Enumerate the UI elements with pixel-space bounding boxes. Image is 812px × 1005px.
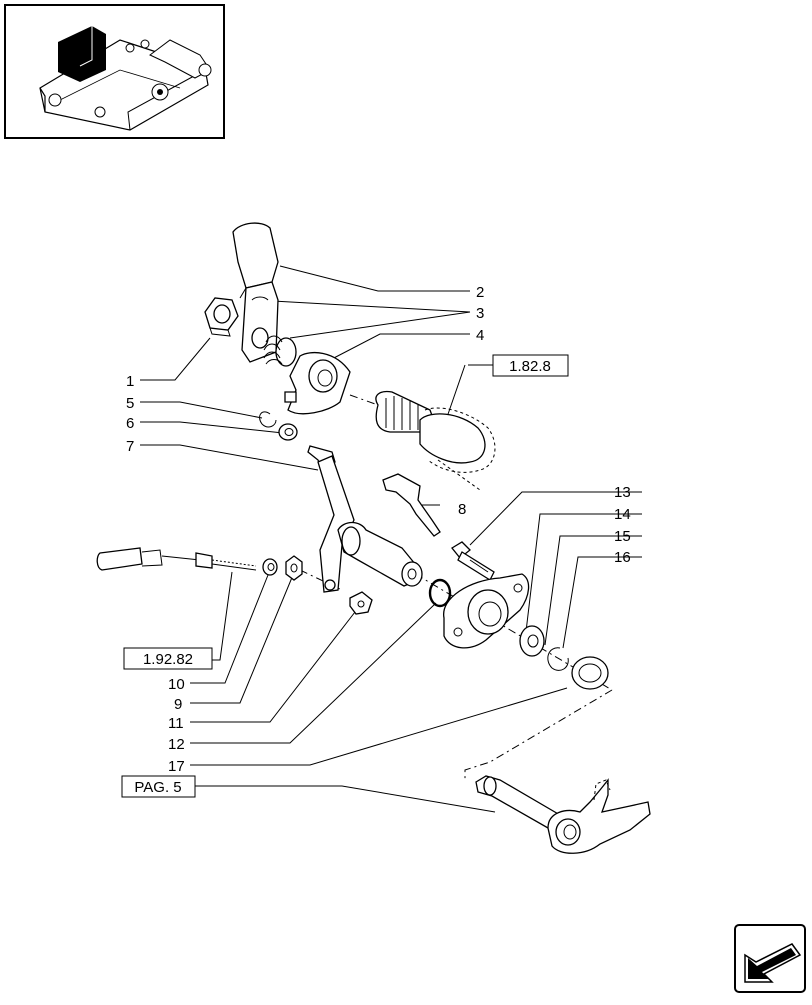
leader-lines	[140, 265, 642, 813]
part-4-bracket	[284, 351, 351, 415]
callout-9: 9	[174, 696, 182, 713]
part-5-circlip	[259, 411, 277, 428]
part-9-nut	[285, 555, 303, 581]
part-14-flange	[443, 573, 530, 649]
ref-box-1[interactable]: 1.82.8	[492, 354, 569, 377]
part-16-snap-ring	[547, 647, 569, 671]
callout-3: 3	[476, 305, 484, 322]
callout-8: 8	[458, 501, 466, 518]
thumbnail-frame[interactable]	[4, 4, 225, 139]
callout-4: 4	[476, 327, 484, 344]
part-7-lever-arm	[307, 445, 423, 593]
callout-15: 15	[614, 528, 631, 545]
ref-label-1: 1.82.8	[509, 358, 551, 375]
callout-7: 7	[126, 438, 134, 455]
callout-2: 2	[476, 284, 484, 301]
callout-14: 14	[614, 506, 631, 523]
control-cable	[96, 547, 257, 571]
callout-13: 13	[614, 484, 631, 501]
tractor-hydraulic-lift-thumbnail-icon	[39, 26, 212, 131]
callout-10: 10	[168, 676, 185, 693]
part-10-nut	[262, 558, 278, 576]
callout-numbers: 1 2 3 4 5 6 7 8 9 10 11 12 13 14 15 16 1…	[126, 284, 631, 775]
ref-label-2: 1.92.82	[143, 651, 193, 668]
callout-5: 5	[126, 395, 134, 412]
ref-label-3: PAG. 5	[134, 779, 181, 796]
callout-17: 17	[168, 758, 185, 775]
ref-box-2[interactable]: 1.92.82	[123, 647, 213, 670]
part-2-hand-lever	[232, 222, 279, 363]
part-11-clip	[349, 591, 373, 615]
callout-6: 6	[126, 415, 134, 432]
ref-box-3[interactable]: PAG. 5	[121, 775, 196, 798]
return-arrow-icon[interactable]	[734, 924, 806, 993]
part-3-spring	[263, 335, 297, 367]
callout-16: 16	[614, 549, 631, 566]
rockshaft-assembly	[475, 775, 651, 854]
part-8-bracket	[382, 473, 441, 537]
part-15-washer	[519, 625, 545, 657]
part-17-seal	[571, 656, 609, 690]
part-1-nut	[204, 297, 239, 337]
callout-12: 12	[168, 736, 185, 753]
part-13-bolt	[451, 541, 495, 581]
callout-11: 11	[168, 715, 184, 732]
part-12-o-ring	[428, 578, 452, 608]
part-6-washer	[278, 423, 298, 441]
callout-1: 1	[126, 373, 134, 390]
splined-shaft	[375, 390, 496, 491]
